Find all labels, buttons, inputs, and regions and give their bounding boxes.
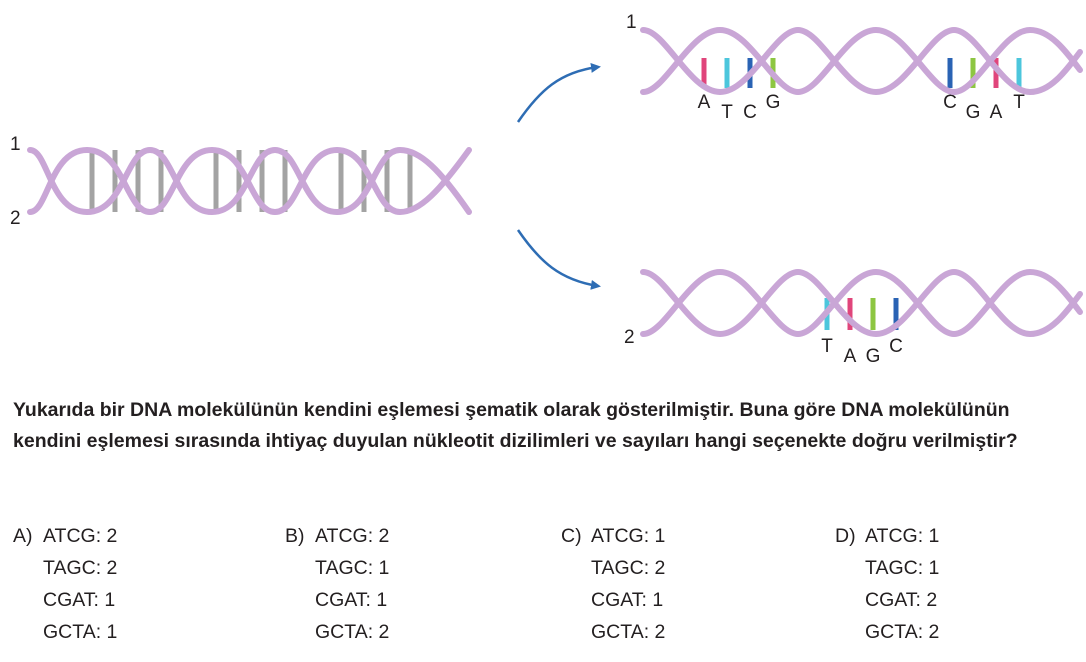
option-line: ATCG: 1 (865, 525, 940, 547)
option-line: TAGC: 2 (43, 557, 118, 579)
parent-strand-2-label: 2 (10, 208, 21, 229)
option-line: GCTA: 2 (315, 621, 390, 643)
base-label-A: A (698, 92, 711, 113)
option-line: ATCG: 2 (315, 525, 390, 547)
parent-dna-helix: 1 2 (10, 134, 472, 229)
option-line: CGAT: 1 (43, 589, 116, 611)
option-letter: B) (285, 525, 305, 547)
base-label-G: G (966, 102, 981, 123)
copy-2-strand-b (640, 268, 1083, 338)
copy-2-label: 2 (624, 327, 635, 348)
parent-strand-2 (27, 146, 472, 216)
arrow-to-copy-2 (516, 229, 601, 290)
base-label-C: C (889, 336, 903, 357)
option-line: CGAT: 1 (591, 589, 664, 611)
base-label-A: A (844, 346, 857, 367)
option-letter: D) (835, 525, 856, 547)
copy-1-label: 1 (626, 12, 637, 33)
base-label-T: T (821, 336, 833, 357)
option-line: GCTA: 1 (43, 621, 118, 643)
base-label-T: T (1013, 92, 1025, 113)
base-label-G: G (766, 92, 781, 113)
arrow-to-copy-1 (516, 62, 601, 123)
option-letter: C) (561, 525, 582, 547)
parent-strand-1 (27, 146, 472, 216)
base-label-C: C (943, 92, 957, 113)
question-text: Yukarıda bir DNA molekülünün kendini eşl… (13, 399, 1018, 452)
option-line: ATCG: 2 (43, 525, 118, 547)
option-line: TAGC: 2 (591, 557, 666, 579)
base-label-T: T (721, 102, 733, 123)
copy-2-strand-a (640, 268, 1083, 338)
copy-1-strand-a (640, 26, 1083, 96)
option-line: GCTA: 2 (591, 621, 666, 643)
option-line: GCTA: 2 (865, 621, 940, 643)
option-line: TAGC: 1 (865, 557, 940, 579)
base-label-G: G (866, 346, 881, 367)
option-line: ATCG: 1 (591, 525, 666, 547)
base-label-C: C (743, 102, 757, 123)
base-label-A: A (990, 102, 1003, 123)
parent-strand-1-label: 1 (10, 134, 21, 155)
option-letter: A) (13, 525, 33, 547)
copy-1-strand-b (640, 26, 1083, 96)
parent-base-pairs (89, 150, 413, 212)
option-line: TAGC: 1 (315, 557, 390, 579)
option-line: CGAT: 2 (865, 589, 938, 611)
option-line: CGAT: 1 (315, 589, 388, 611)
